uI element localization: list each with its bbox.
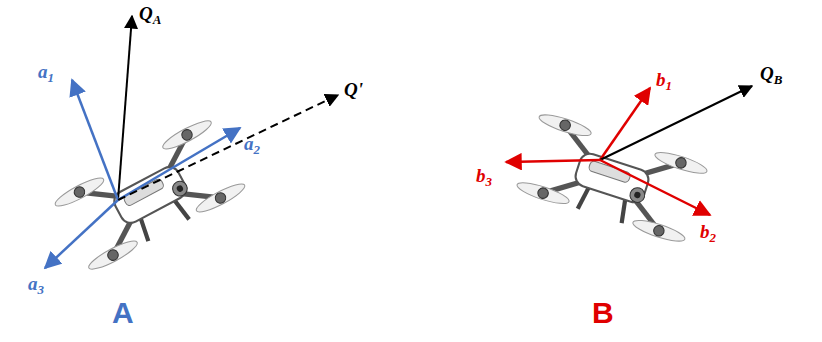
label-holder: QB (760, 64, 782, 86)
axis-label: a1 (38, 61, 54, 82)
vector-label: QA (139, 3, 161, 24)
label-holder: b3 (476, 166, 492, 188)
panel-label: A (112, 296, 134, 329)
label-holder: a1 (38, 62, 54, 84)
label-holder: a3 (28, 274, 44, 296)
label-holder: QA (139, 4, 161, 26)
panel-label: B (592, 296, 614, 329)
label-holder: b2 (700, 222, 716, 244)
label-holder: a2 (244, 134, 260, 156)
label-holder: A (112, 298, 134, 328)
axis-label: b1 (656, 69, 672, 90)
label-holder: b1 (656, 70, 672, 92)
label-holder: B (592, 298, 614, 328)
axis-label: b3 (476, 165, 492, 186)
label-holder: Q' (344, 80, 363, 100)
axis-label: b2 (700, 221, 716, 242)
axis-label: a2 (244, 133, 260, 154)
vector-label: Q' (344, 79, 363, 100)
axis-label: a3 (28, 273, 44, 294)
vector-label: QB (760, 63, 782, 84)
